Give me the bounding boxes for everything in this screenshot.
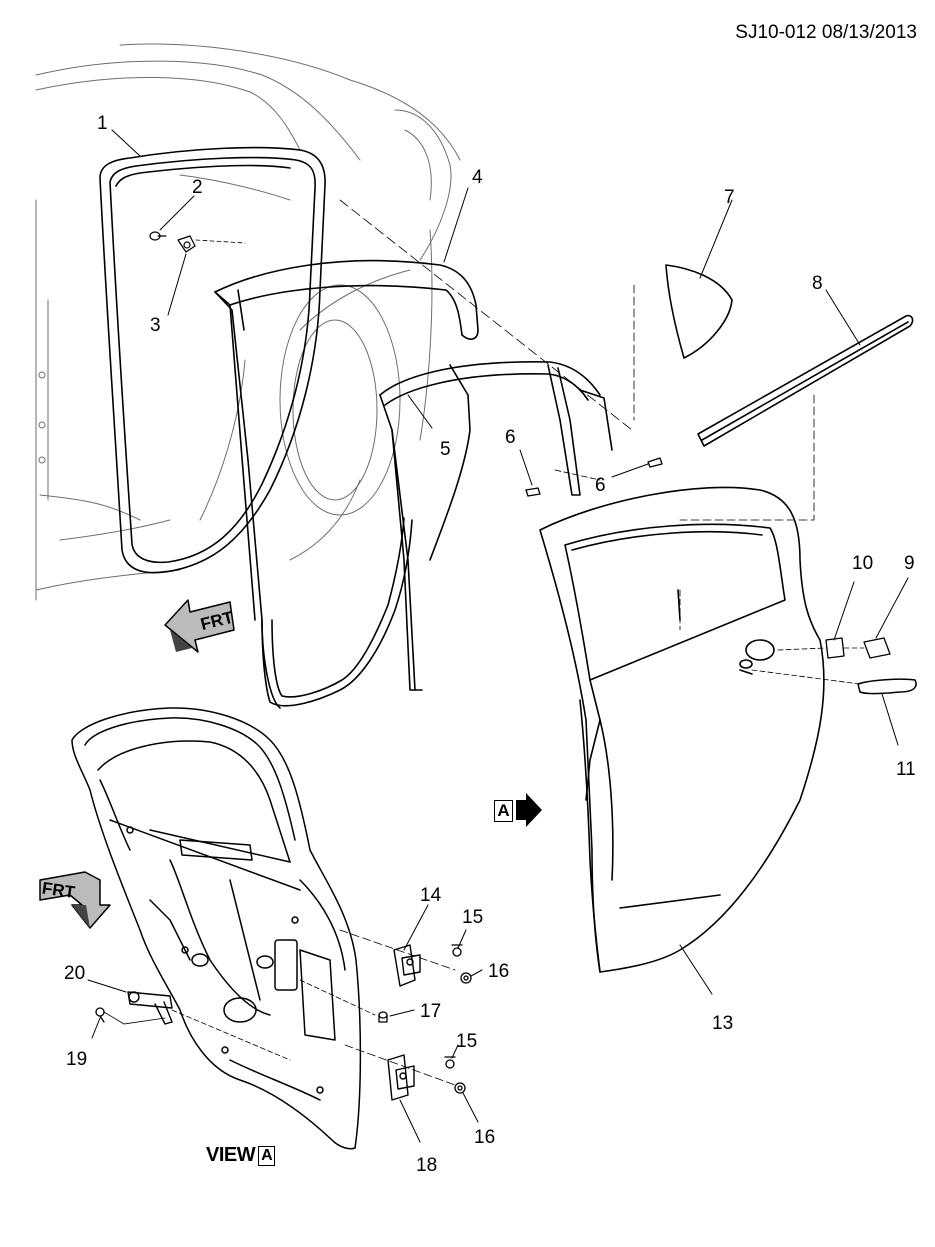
- part-14-upper-hinge: [393, 944, 421, 987]
- callout-18: 18: [416, 1155, 438, 1176]
- callout-8: 8: [812, 273, 823, 294]
- frt-arrow-lower: [39, 871, 111, 929]
- callout-16-upper: 16: [488, 961, 510, 982]
- part-8-belt-molding: [697, 314, 914, 447]
- part-10-handle-bezel: [825, 637, 845, 659]
- callout-15-lower: 15: [456, 1031, 478, 1052]
- document-id: SJ10-012 08/13/2013: [735, 22, 917, 43]
- callout-3: 3: [150, 315, 161, 336]
- part-15-bolt-upper: [451, 944, 463, 957]
- door-inner-panel: [71, 707, 362, 1150]
- view-a-caption-text: VIEW: [206, 1144, 256, 1166]
- callout-15-upper: 15: [462, 907, 484, 928]
- callout-20: 20: [64, 963, 86, 984]
- part-4-door-frame-seal: [214, 259, 479, 709]
- callout-6-right: 6: [595, 475, 606, 496]
- callout-4: 4: [472, 167, 483, 188]
- callout-14: 14: [420, 885, 442, 906]
- part-6-clip-left: [525, 487, 541, 497]
- callout-11: 11: [896, 759, 916, 780]
- view-a-marker: A: [494, 800, 513, 822]
- part-1-body-opening-seal: [99, 146, 326, 574]
- body-side-panel: [35, 43, 461, 601]
- part-13-rear-door: [539, 486, 825, 973]
- part-18-lower-hinge: [387, 1054, 415, 1101]
- part-19-bolt: [95, 1007, 105, 1023]
- part-16-nut-lower: [454, 1082, 466, 1094]
- part-2-bolt: [149, 231, 167, 241]
- callout-9: 9: [904, 553, 915, 574]
- part-15-bolt-lower: [444, 1056, 456, 1069]
- frt-text-lower: FRT: [41, 879, 77, 902]
- leader-lines: [87, 129, 909, 1143]
- callout-16-lower: 16: [474, 1127, 496, 1148]
- part-9-cap: [863, 637, 891, 659]
- callout-7: 7: [724, 187, 735, 208]
- part-17-pin: [378, 1011, 388, 1023]
- part-11-handle: [857, 678, 917, 695]
- callout-19: 19: [66, 1049, 88, 1070]
- part-7-pad: [665, 264, 733, 359]
- part-16-nut-upper: [460, 972, 472, 984]
- part-5-window-channel: [379, 361, 613, 691]
- frt-arrow-upper: [164, 599, 235, 653]
- callout-1: 1: [97, 113, 108, 134]
- callout-2: 2: [192, 177, 203, 198]
- view-a-caption: VIEW A: [206, 1144, 276, 1167]
- view-a-caption-box: A: [258, 1145, 276, 1166]
- callout-17: 17: [420, 1001, 442, 1022]
- callout-5: 5: [440, 439, 451, 460]
- view-a-box: A: [494, 800, 513, 822]
- part-3-bracket: [177, 235, 196, 253]
- callout-13: 13: [712, 1013, 734, 1034]
- view-a-arrow: [516, 793, 542, 827]
- callout-6-left: 6: [505, 427, 516, 448]
- part-6-clip-right: [647, 457, 663, 468]
- callout-10: 10: [852, 553, 874, 574]
- part-20-door-check: [127, 991, 173, 1025]
